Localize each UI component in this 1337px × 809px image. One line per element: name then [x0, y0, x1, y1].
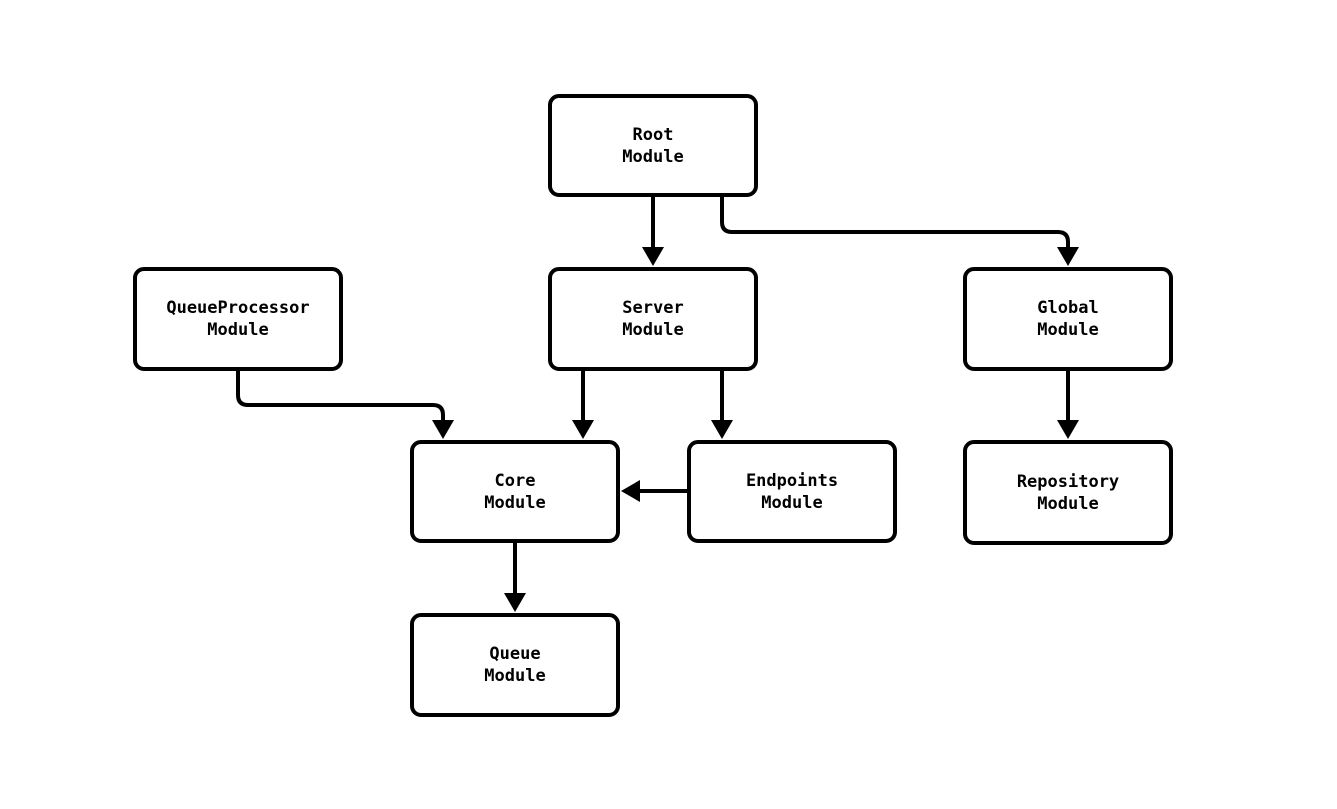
node-core-module-label-line1: Core	[494, 470, 536, 491]
node-core-module-label-line2: Module	[484, 492, 546, 513]
arrowhead-core-to-queue	[504, 593, 526, 612]
arrowhead-root-to-global	[1057, 247, 1079, 266]
node-repository-module[interactable]: Repository Module	[963, 440, 1173, 545]
node-global-module-label-line1: Global	[1037, 298, 1099, 318]
node-repository-module-label-line1: Repository	[1016, 471, 1120, 492]
arrowhead-endpoints-to-core	[621, 480, 640, 502]
node-root-module-label-line2: Module	[622, 146, 684, 167]
node-server-module-label-line1: Server	[622, 298, 684, 318]
node-server-module[interactable]: Server Module	[548, 267, 758, 371]
node-repository-module-label-line2: Module	[1037, 493, 1099, 514]
node-global-module-label-line2: Module	[1037, 320, 1099, 340]
arrowhead-queueprocessor-to-core	[432, 420, 454, 439]
node-queue-module-label-line2: Module	[484, 666, 546, 686]
node-root-module[interactable]: Root Module	[548, 94, 758, 197]
node-endpoints-module[interactable]: Endpoints Module	[687, 440, 897, 543]
arrowhead-server-to-core	[572, 420, 594, 439]
node-queue-module-label-line1: Queue	[489, 644, 541, 664]
arrowhead-root-to-server	[642, 247, 664, 266]
node-queue-module[interactable]: Queue Module	[410, 613, 620, 717]
node-server-module-label-line2: Module	[622, 320, 684, 340]
node-global-module[interactable]: Global Module	[963, 267, 1173, 371]
node-queueprocessor-module-label-line2: Module	[207, 320, 269, 340]
node-queueprocessor-module[interactable]: QueueProcessor Module	[133, 267, 343, 371]
node-queueprocessor-module-label-line1: QueueProcessor	[166, 298, 310, 318]
edge-root-to-global	[720, 197, 1070, 256]
node-endpoints-module-label-line1: Endpoints	[745, 470, 839, 491]
node-core-module[interactable]: Core Module	[410, 440, 620, 543]
arrowhead-server-to-endpoints	[711, 420, 733, 439]
edge-queueprocessor-to-core	[236, 371, 445, 429]
arrowhead-global-to-repository	[1057, 420, 1079, 439]
node-endpoints-module-label-line2: Module	[761, 492, 823, 513]
node-root-module-label-line1: Root	[632, 124, 674, 145]
